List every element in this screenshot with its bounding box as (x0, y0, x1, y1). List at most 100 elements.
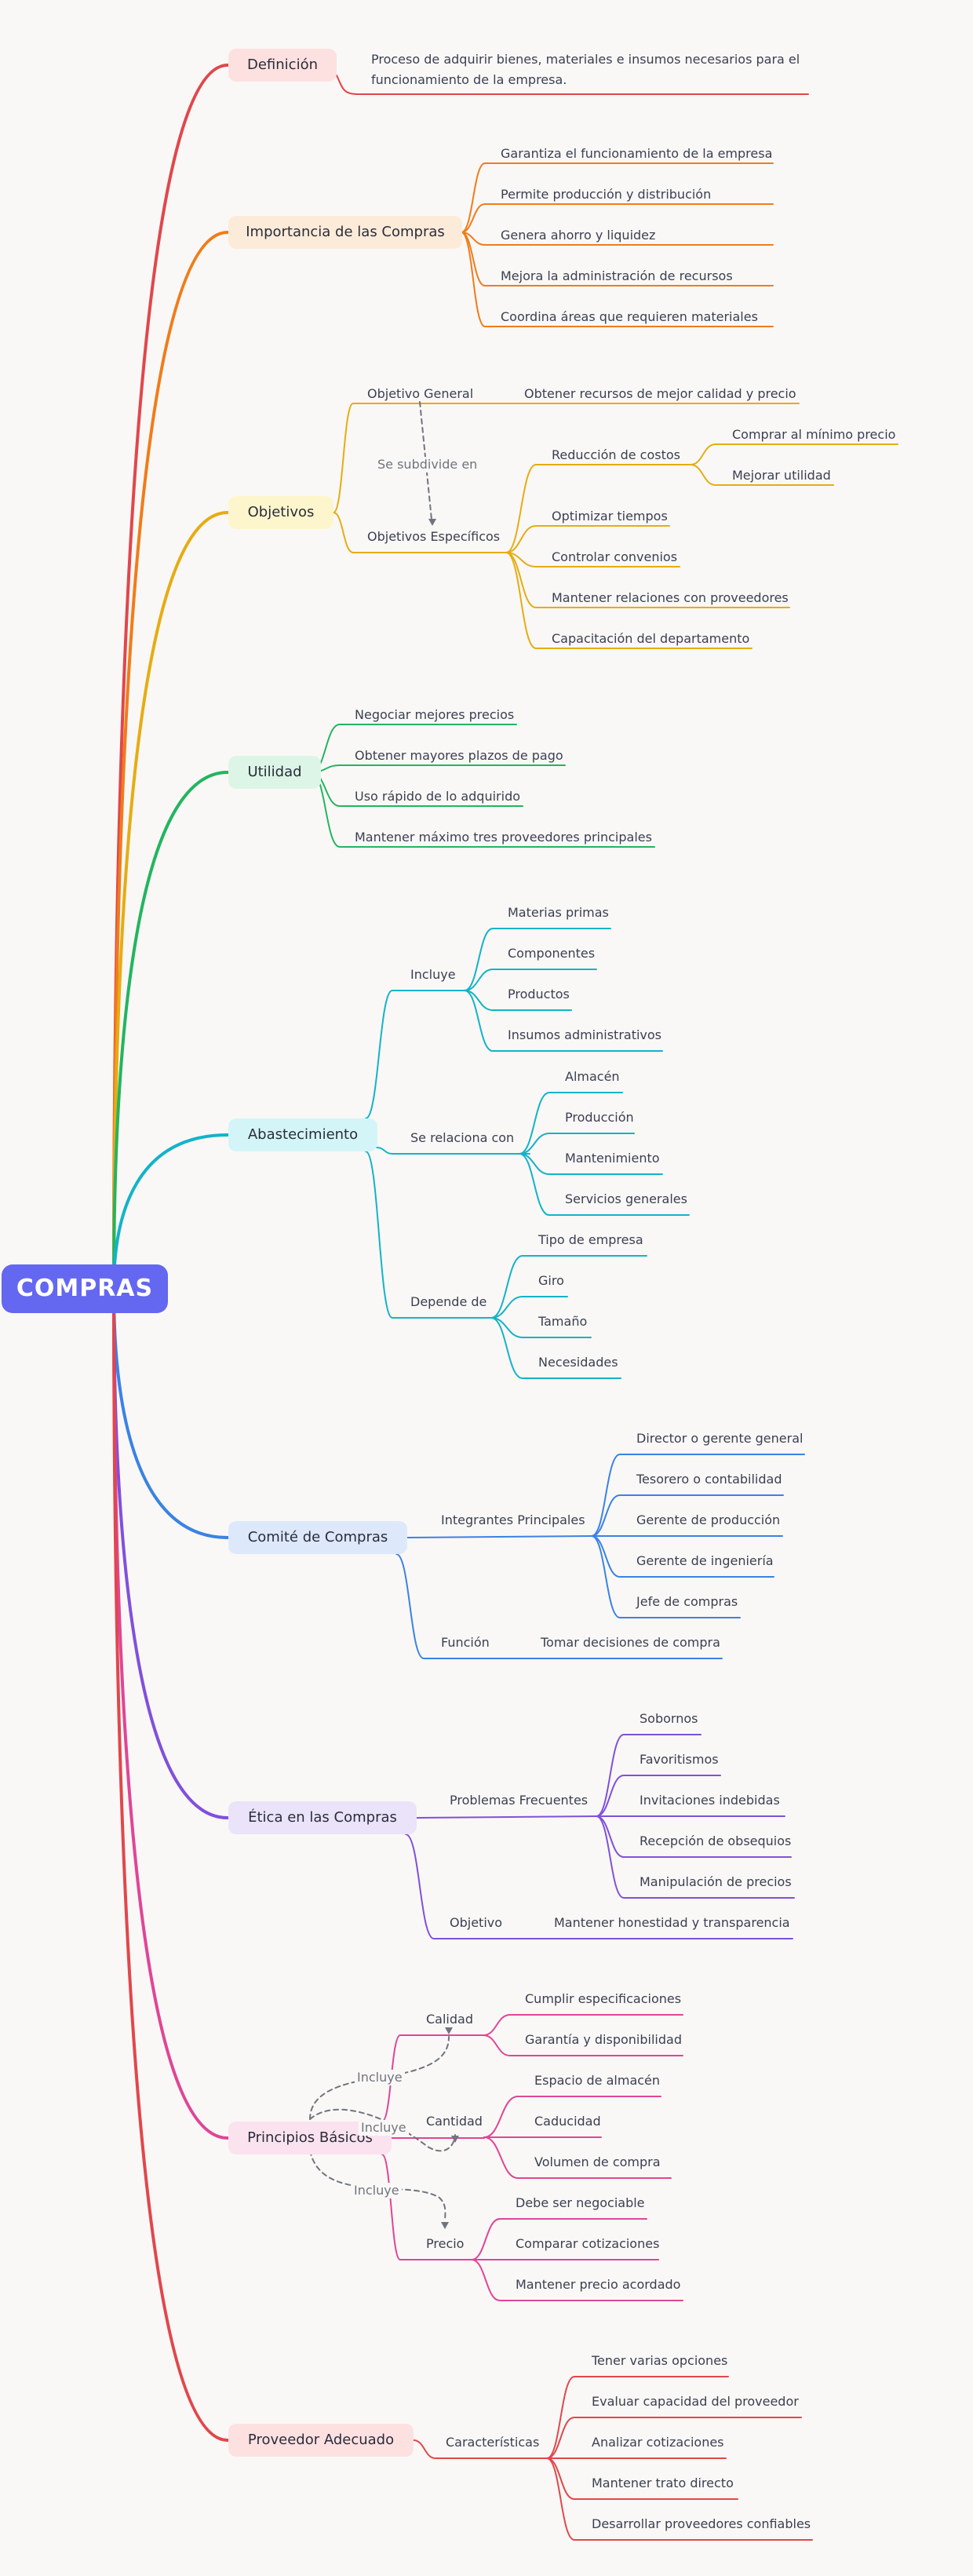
branch-connector (413, 2439, 548, 2459)
utilidad-item: Negociar mejores precios (355, 707, 515, 722)
root-node[interactable]: COMPRAS (2, 1264, 168, 1313)
objetivo-item: Mantener relaciones con proveedores (552, 590, 789, 605)
funcion-value: Tomar decisiones de compra (541, 1635, 720, 1650)
integrante-item: Gerente de producción (636, 1512, 781, 1527)
importancia-item: Coordina áreas que requieren materiales (501, 309, 758, 324)
arrowhead (445, 2027, 453, 2034)
branch-objetivos[interactable]: Objetivos (228, 496, 333, 529)
utilidad-item: Mantener máximo tres proveedores princip… (355, 830, 652, 845)
branch-connector (546, 2376, 729, 2459)
branch-connector (416, 1815, 597, 1819)
branch-connector (464, 990, 663, 1052)
reduccion-item: Comprar al mínimo precio (732, 427, 896, 442)
arrowhead (451, 2136, 459, 2143)
branch-connector (596, 1815, 795, 1899)
branch-connector (519, 1153, 663, 1175)
objetivo-item: Optimizar tiempos (552, 509, 668, 524)
branch-importancia[interactable]: Importancia de las Compras (228, 216, 462, 249)
root-connector (112, 1287, 229, 1819)
integrante-item: Gerente de ingeniería (636, 1553, 774, 1568)
precio-item: Debe ser negociable (516, 2195, 645, 2210)
arrowhead (428, 519, 436, 526)
branch-connector (490, 1296, 568, 1319)
branch-connector (464, 969, 597, 991)
depende-item: Giro (538, 1273, 564, 1288)
incluye-connector (309, 2108, 456, 2152)
root-connector (112, 1133, 229, 1290)
calidad-item: Cumplir especificaciones (525, 1991, 682, 2006)
branch-definicion[interactable]: Definición (228, 49, 337, 82)
principio-calidad: Calidad (426, 2012, 473, 2027)
incluye-label-calidad: Incluye (355, 2070, 405, 2085)
proveedor-item: Mantener trato directo (592, 2476, 734, 2490)
branch-connector (461, 203, 774, 233)
importancia-item: Genera ahorro y liquidez (501, 228, 656, 243)
branch-connector (546, 2417, 802, 2459)
utilidad-item: Obtener mayores plazos de pago (355, 748, 563, 763)
branch-etica[interactable]: Ética en las Compras (228, 1801, 417, 1834)
incluye-label-cantidad: Incluye (359, 2120, 409, 2136)
branch-connector (690, 464, 834, 486)
incluye-item: Insumos administrativos (508, 1027, 662, 1042)
root-connector (112, 64, 229, 1290)
relaciona-item: Servicios generales (565, 1191, 687, 1206)
reduccion-costos: Reducción de costos (552, 447, 680, 462)
principio-cantidad: Cantidad (426, 2114, 483, 2129)
branch-connector (505, 525, 670, 553)
problema-item: Recepción de obsequios (640, 1833, 792, 1848)
principio-precio: Precio (426, 2236, 465, 2251)
incluye-label-precio: Incluye (352, 2183, 402, 2198)
root-connector (112, 1287, 229, 2442)
depende-item: Tamaño (538, 1314, 588, 1329)
proveedor-caracteristicas: Características (446, 2435, 540, 2450)
relaciona-item: Producción (565, 1110, 634, 1125)
reduccion-item: Mejorar utilidad (732, 468, 831, 483)
subdivide-label: Se subdivide en (375, 457, 480, 473)
branch-connector (490, 1317, 592, 1338)
branch-connector (490, 1317, 621, 1379)
branch-connector (546, 2457, 738, 2500)
problema-item: Favoritismos (640, 1752, 719, 1767)
proveedor-item: Evaluar capacidad del proveedor (592, 2394, 799, 2409)
branch-connector (483, 2014, 683, 2036)
precio-item: Mantener precio acordado (516, 2277, 681, 2292)
cantidad-item: Volumen de compra (534, 2155, 661, 2169)
depende-item: Necesidades (538, 1355, 618, 1370)
branch-utilidad[interactable]: Utilidad (228, 756, 321, 789)
integrante-item: Director o gerente general (636, 1431, 804, 1446)
branch-connector (519, 1133, 635, 1155)
branch-connector (461, 232, 774, 327)
incluye-item: Productos (508, 987, 570, 1002)
branch-connector (333, 512, 507, 553)
precio-item: Comparar cotizaciones (516, 2236, 660, 2251)
branch-connector (395, 1553, 723, 1659)
branch-abastecimiento[interactable]: Abastecimiento (228, 1118, 377, 1151)
branch-connector (505, 552, 680, 567)
problema-item: Invitaciones indebidas (640, 1793, 780, 1808)
root-connector (112, 771, 229, 1290)
root-connector (112, 511, 229, 1290)
definicion-text: Proceso de adquirir bienes, materiales e… (371, 52, 800, 87)
branch-proveedor[interactable]: Proveedor Adecuado (228, 2424, 414, 2457)
branch-connector (591, 1535, 774, 1578)
branch-connector (505, 552, 753, 649)
comite-integrantes: Integrantes Principales (441, 1512, 585, 1527)
branch-connector (591, 1535, 741, 1618)
branch-connector (336, 75, 809, 95)
branch-connector (461, 232, 774, 246)
relaciona-item: Mantenimiento (565, 1151, 660, 1166)
branch-connector (406, 1535, 592, 1538)
branch-connector (365, 1151, 492, 1319)
objetivo-item: Capacitación del departamento (552, 631, 750, 646)
abastecimiento-depende: Depende de (410, 1294, 487, 1309)
incluye-item: Componentes (508, 946, 596, 961)
branch-connector (333, 403, 800, 513)
objetivo-general-value: Obtener recursos de mejor calidad y prec… (524, 386, 796, 401)
branch-comite[interactable]: Comité de Compras (228, 1521, 407, 1554)
branch-connector (461, 162, 774, 233)
abastecimiento-incluye: Incluye (410, 967, 456, 982)
importancia-item: Garantiza el funcionamiento de la empres… (501, 146, 773, 161)
importancia-item: Mejora la administración de recursos (501, 268, 733, 283)
cantidad-item: Caducidad (534, 2114, 601, 2129)
objetivos-especificos-label: Objetivos Específicos (367, 529, 501, 544)
